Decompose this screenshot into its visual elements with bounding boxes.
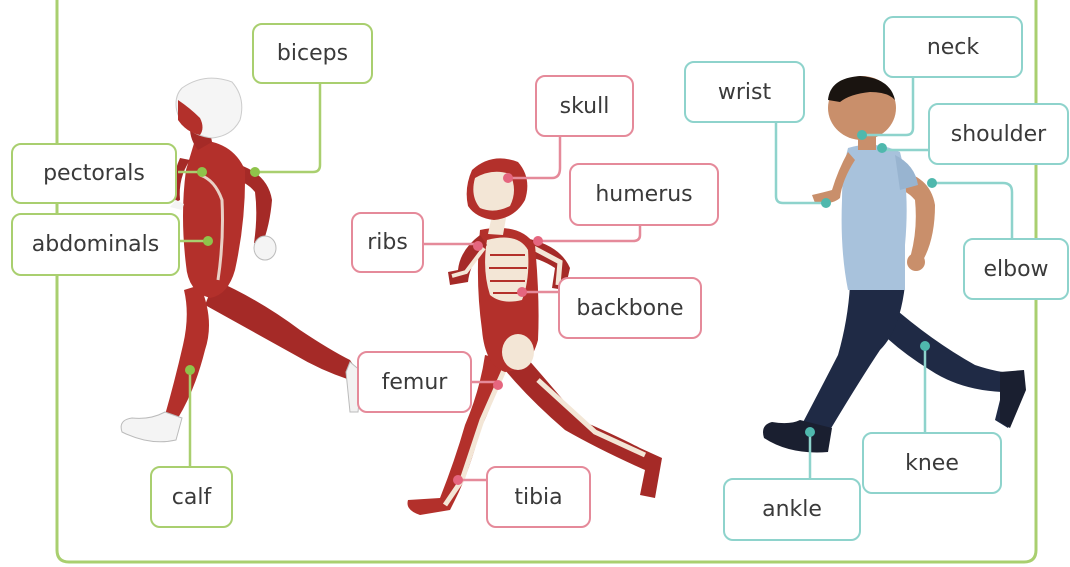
label-elbow: elbow [963, 238, 1069, 300]
label-biceps: biceps [252, 23, 373, 84]
label-neck: neck [883, 16, 1023, 78]
label-pectorals: pectorals [11, 143, 177, 204]
label-ankle: ankle [723, 478, 861, 541]
label-wrist: wrist [684, 61, 805, 123]
label-calf: calf [150, 466, 233, 528]
label-backbone: backbone [558, 277, 702, 339]
label-ribs: ribs [351, 212, 424, 273]
label-tibia: tibia [486, 466, 591, 528]
label-skull: skull [535, 75, 634, 137]
label-femur: femur [357, 351, 472, 413]
label-abdominals: abdominals [11, 213, 180, 276]
label-shoulder: shoulder [928, 103, 1069, 165]
label-humerus: humerus [569, 163, 719, 226]
label-knee: knee [862, 432, 1002, 494]
